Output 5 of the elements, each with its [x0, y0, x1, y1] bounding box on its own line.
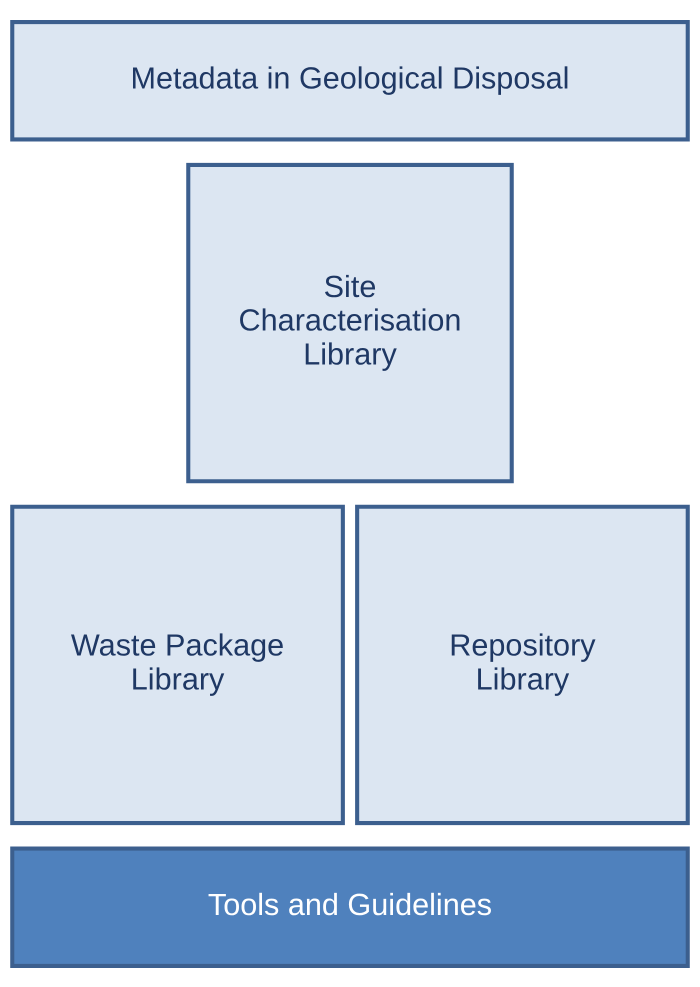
node-box: Metadata in Geological Disposal: [10, 20, 690, 141]
node-box: Tools and Guidelines: [10, 846, 690, 968]
node-box: Repository Library: [355, 504, 690, 825]
node-box: Waste Package Library: [10, 504, 345, 825]
node-box: Site Characterisation Library: [186, 162, 514, 483]
